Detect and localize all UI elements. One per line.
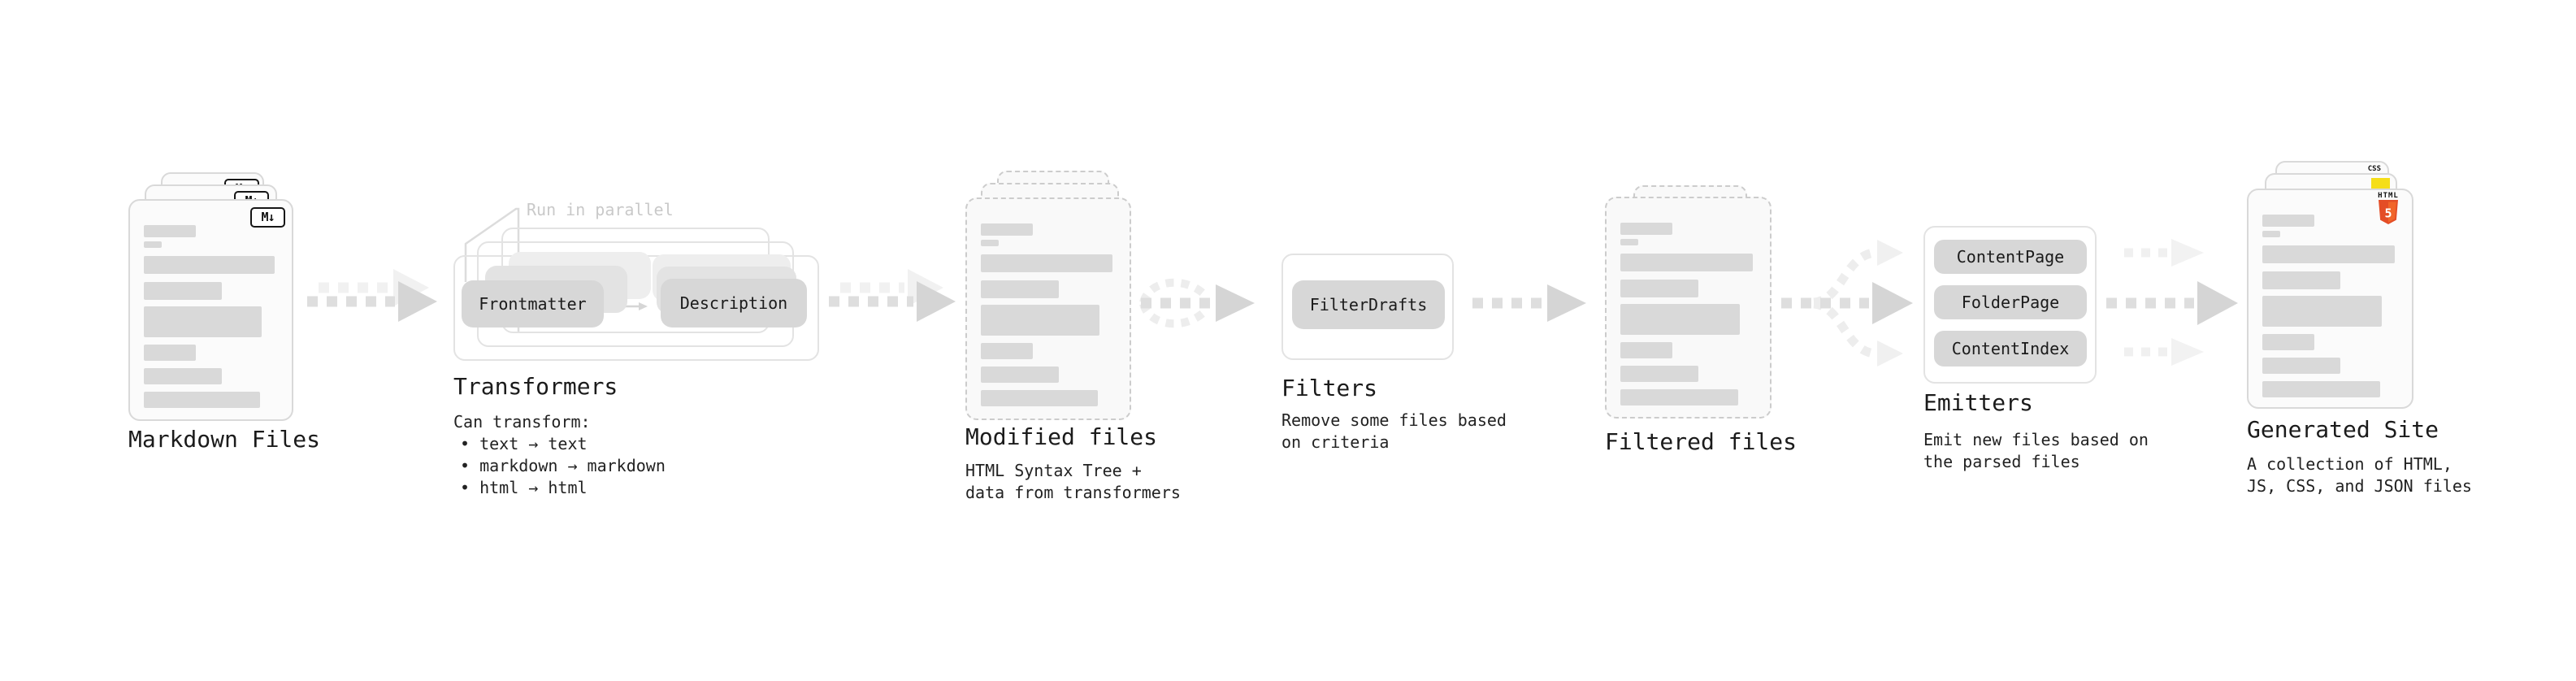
doc-text-line: [144, 282, 222, 300]
markdown-files-label: Markdown Files: [128, 426, 321, 453]
doc-text-line: [981, 367, 1059, 383]
doc-text-line: [981, 223, 1033, 236]
document-card-modified: [965, 197, 1131, 420]
doc-text-line: [2262, 334, 2315, 350]
doc-text-line: [1620, 366, 1699, 382]
doc-text-line: [144, 392, 261, 408]
doc-text-line: [981, 390, 1098, 406]
doc-text-line: [2262, 215, 2315, 227]
doc-text-line: [981, 240, 999, 246]
document-card-filtered: [1605, 197, 1772, 419]
emitter-pill-contentpage: ContentPage: [1934, 240, 2087, 274]
arrow-filtered-to-emitters: [1781, 240, 1913, 367]
generated-site-caption: A collection of HTML, JS, CSS, and JSON …: [2247, 454, 2472, 496]
doc-text-line: [981, 280, 1059, 298]
transformers-caption: Can transform: • text → text • markdown …: [453, 411, 666, 499]
doc-text-line: [2262, 245, 2395, 263]
generated-site-label: Generated Site: [2247, 416, 2439, 443]
doc-text-line: [144, 225, 196, 237]
arrow-filters-to-filtered: [1472, 284, 1586, 322]
arrow-modified-to-filters: [1139, 278, 1255, 328]
document-card-generated: HTML 5: [2247, 189, 2413, 409]
doc-text-line: [1620, 254, 1753, 271]
doc-text-line: [1620, 304, 1740, 335]
transformer-pill-description: Description: [661, 279, 807, 327]
filters-caption: Remove some files based on criteria: [1281, 410, 1507, 452]
doc-text-line: [1620, 342, 1673, 358]
svg-text:5: 5: [2384, 206, 2392, 221]
caption-bullet: • html → html: [460, 478, 588, 497]
doc-text-line: [981, 254, 1112, 272]
arrow-markdown-to-transformers: [307, 269, 437, 322]
arrow-transformers-to-modified: [829, 269, 956, 322]
html5-icon-word: HTML: [2378, 192, 2399, 200]
emitters-label: Emitters: [1923, 389, 2033, 416]
doc-text-line: [1620, 239, 1639, 245]
markdown-icon: M↓: [250, 207, 285, 228]
doc-text-line: [144, 241, 162, 248]
modified-files-caption: HTML Syntax Tree + data from transformer…: [965, 461, 1181, 502]
doc-text-line: [144, 345, 196, 361]
doc-text-line: [2262, 296, 2382, 327]
doc-text-line: [981, 305, 1099, 336]
document-card-markdown: M↓: [128, 199, 293, 421]
html5-icon: HTML 5: [2376, 192, 2400, 228]
doc-text-line: [2262, 381, 2380, 397]
doc-text-line: [2262, 231, 2281, 237]
html5-shield-icon: 5: [2379, 200, 2398, 224]
filters-label: Filters: [1281, 375, 1378, 401]
caption-line: Can transform:: [453, 412, 591, 432]
doc-text-line: [981, 343, 1033, 359]
doc-text-line: [144, 306, 262, 337]
doc-text-line: [1620, 389, 1738, 406]
caption-bullet: • text → text: [460, 434, 588, 453]
doc-text-line: [1620, 223, 1673, 235]
modified-files-label: Modified files: [965, 423, 1158, 450]
filter-pill-filterdrafts: FilterDrafts: [1292, 280, 1445, 329]
emitter-pill-folderpage: FolderPage: [1934, 285, 2087, 319]
doc-text-line: [144, 256, 275, 274]
doc-text-line: [2262, 271, 2341, 289]
emitter-pill-contentindex: ContentIndex: [1934, 331, 2087, 367]
emitters-caption: Emit new files based on the parsed files: [1923, 430, 2149, 471]
doc-text-line: [2262, 358, 2341, 374]
doc-text-line: [144, 368, 222, 384]
doc-text-line: [1620, 280, 1699, 297]
arrow-emitters-to-generated: [2106, 239, 2238, 366]
js-file-icon: [2371, 178, 2390, 190]
transformer-pill-frontmatter: Frontmatter: [462, 280, 604, 327]
caption-bullet: • markdown → markdown: [460, 456, 666, 475]
run-in-parallel-note: Run in parallel: [527, 200, 674, 219]
transformers-label: Transformers: [453, 373, 618, 400]
filtered-files-label: Filtered files: [1605, 428, 1798, 455]
